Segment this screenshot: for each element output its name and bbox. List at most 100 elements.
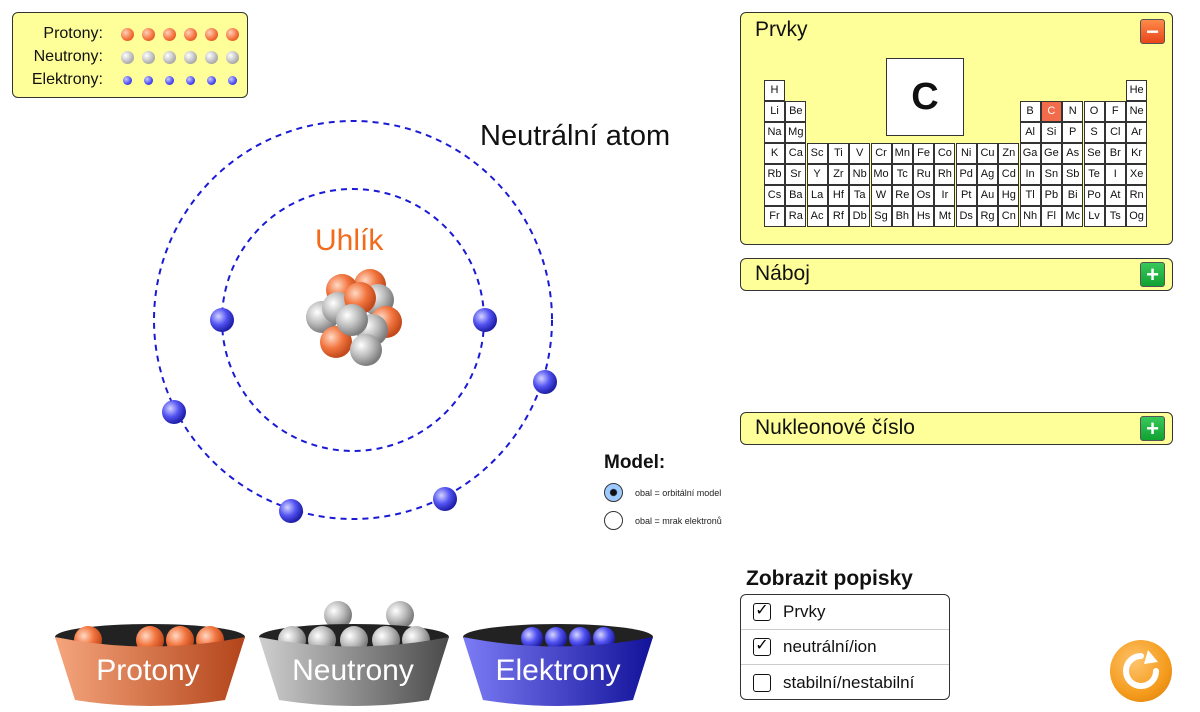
element-cell-hf[interactable]: Hf: [827, 185, 849, 206]
element-cell-w[interactable]: W: [870, 185, 892, 206]
element-cell-at[interactable]: At: [1104, 185, 1126, 206]
electrons[interactable]: [162, 308, 557, 523]
element-cell-au[interactable]: Au: [977, 185, 998, 206]
electron[interactable]: [279, 499, 303, 523]
element-cell-po[interactable]: Po: [1083, 185, 1105, 206]
element-cell-ar[interactable]: Ar: [1126, 122, 1148, 143]
element-cell-hg[interactable]: Hg: [998, 185, 1020, 206]
element-cell-ra[interactable]: Ra: [785, 206, 807, 227]
element-cell-b[interactable]: B: [1019, 101, 1041, 122]
element-cell-f[interactable]: F: [1104, 101, 1126, 122]
element-cell-mn[interactable]: Mn: [891, 143, 913, 164]
neutral-ion-checkbox-label[interactable]: neutrální/ion: [783, 637, 877, 656]
element-cell-na[interactable]: Na: [764, 122, 785, 143]
expand-mass-number-button[interactable]: +: [1140, 416, 1165, 441]
element-cell-al[interactable]: Al: [1019, 122, 1041, 143]
element-cell-nh[interactable]: Nh: [1019, 206, 1041, 227]
element-cell-ir[interactable]: Ir: [934, 185, 956, 206]
nucleus[interactable]: [306, 269, 402, 366]
element-cell-cd[interactable]: Cd: [998, 164, 1020, 185]
element-cell-rf[interactable]: Rf: [827, 206, 849, 227]
element-cell-si[interactable]: Si: [1040, 122, 1062, 143]
element-cell-rb[interactable]: Rb: [764, 164, 785, 185]
element-cell-ds[interactable]: Ds: [955, 206, 977, 227]
element-cell-zr[interactable]: Zr: [827, 164, 849, 185]
element-cell-fl[interactable]: Fl: [1040, 206, 1062, 227]
element-cell-hs[interactable]: Hs: [913, 206, 935, 227]
element-cell-mo[interactable]: Mo: [870, 164, 892, 185]
element-cell-ru[interactable]: Ru: [913, 164, 935, 185]
element-cell-sc[interactable]: Sc: [806, 143, 828, 164]
element-cell-tl[interactable]: Tl: [1019, 185, 1041, 206]
element-cell-cr[interactable]: Cr: [870, 143, 892, 164]
electron-bucket[interactable]: [463, 624, 653, 706]
element-cell-y[interactable]: Y: [806, 164, 828, 185]
charge-panel[interactable]: Náboj +: [740, 258, 1173, 291]
elements-checkbox[interactable]: ✓: [753, 603, 771, 621]
element-cell-cu[interactable]: Cu: [977, 143, 998, 164]
stability-checkbox-label[interactable]: stabilní/nestabilní: [783, 672, 915, 692]
element-cell-i[interactable]: I: [1104, 164, 1126, 185]
orbital-model-radio[interactable]: [604, 483, 623, 502]
label-option-neutral-ion[interactable]: ✓ neutrální/ion: [741, 630, 949, 665]
element-cell-c[interactable]: C: [1040, 101, 1062, 122]
element-cell-ge[interactable]: Ge: [1040, 143, 1062, 164]
collapse-elements-button[interactable]: −: [1140, 19, 1165, 44]
element-cell-db[interactable]: Db: [849, 206, 871, 227]
element-cell-mt[interactable]: Mt: [934, 206, 956, 227]
element-cell-te[interactable]: Te: [1083, 164, 1105, 185]
electron[interactable]: [210, 308, 234, 332]
element-cell-ti[interactable]: Ti: [827, 143, 849, 164]
element-cell-fe[interactable]: Fe: [913, 143, 935, 164]
element-cell-ac[interactable]: Ac: [806, 206, 828, 227]
electron[interactable]: [433, 487, 457, 511]
mass-number-panel[interactable]: Nukleonové číslo +: [740, 412, 1173, 445]
element-cell-fr[interactable]: Fr: [764, 206, 785, 227]
element-cell-n[interactable]: N: [1062, 101, 1084, 122]
element-cell-cl[interactable]: Cl: [1104, 122, 1126, 143]
element-cell-ts[interactable]: Ts: [1104, 206, 1126, 227]
element-cell-rh[interactable]: Rh: [934, 164, 956, 185]
element-cell-h[interactable]: H: [764, 80, 785, 101]
electron[interactable]: [533, 370, 557, 394]
element-cell-lv[interactable]: Lv: [1083, 206, 1105, 227]
orbital-model-label[interactable]: obal = orbitální model: [635, 488, 722, 498]
electron[interactable]: [473, 308, 497, 332]
element-cell-ni[interactable]: Ni: [955, 143, 977, 164]
element-cell-ba[interactable]: Ba: [785, 185, 807, 206]
element-cell-kr[interactable]: Kr: [1126, 143, 1148, 164]
element-cell-sn[interactable]: Sn: [1040, 164, 1062, 185]
element-cell-sg[interactable]: Sg: [870, 206, 892, 227]
element-cell-in[interactable]: In: [1019, 164, 1041, 185]
element-cell-re[interactable]: Re: [891, 185, 913, 206]
expand-charge-button[interactable]: +: [1140, 262, 1165, 287]
element-cell-bi[interactable]: Bi: [1062, 185, 1084, 206]
element-cell-be[interactable]: Be: [785, 101, 807, 122]
element-cell-rn[interactable]: Rn: [1126, 185, 1148, 206]
element-cell-la[interactable]: La: [806, 185, 828, 206]
element-cell-li[interactable]: Li: [764, 101, 785, 122]
element-cell-xe[interactable]: Xe: [1126, 164, 1148, 185]
element-cell-p[interactable]: P: [1062, 122, 1084, 143]
element-cell-co[interactable]: Co: [934, 143, 956, 164]
element-cell-as[interactable]: As: [1062, 143, 1084, 164]
element-cell-mg[interactable]: Mg: [785, 122, 807, 143]
element-cell-ne[interactable]: Ne: [1126, 101, 1148, 122]
element-cell-nb[interactable]: Nb: [849, 164, 871, 185]
element-cell-v[interactable]: V: [849, 143, 871, 164]
element-cell-s[interactable]: S: [1083, 122, 1105, 143]
element-cell-pt[interactable]: Pt: [955, 185, 977, 206]
electron[interactable]: [162, 400, 186, 424]
element-cell-sr[interactable]: Sr: [785, 164, 807, 185]
element-cell-cs[interactable]: Cs: [764, 185, 785, 206]
element-cell-se[interactable]: Se: [1083, 143, 1105, 164]
neutron-bucket[interactable]: [259, 601, 449, 706]
proton-bucket[interactable]: [55, 624, 245, 706]
stability-checkbox[interactable]: [753, 673, 771, 692]
element-cell-zn[interactable]: Zn: [998, 143, 1020, 164]
reset-button[interactable]: [1110, 640, 1172, 702]
element-cell-ta[interactable]: Ta: [849, 185, 871, 206]
label-option-stability[interactable]: stabilní/nestabilní: [741, 665, 949, 699]
element-cell-cn[interactable]: Cn: [998, 206, 1020, 227]
elements-checkbox-label[interactable]: Prvky: [783, 602, 826, 621]
